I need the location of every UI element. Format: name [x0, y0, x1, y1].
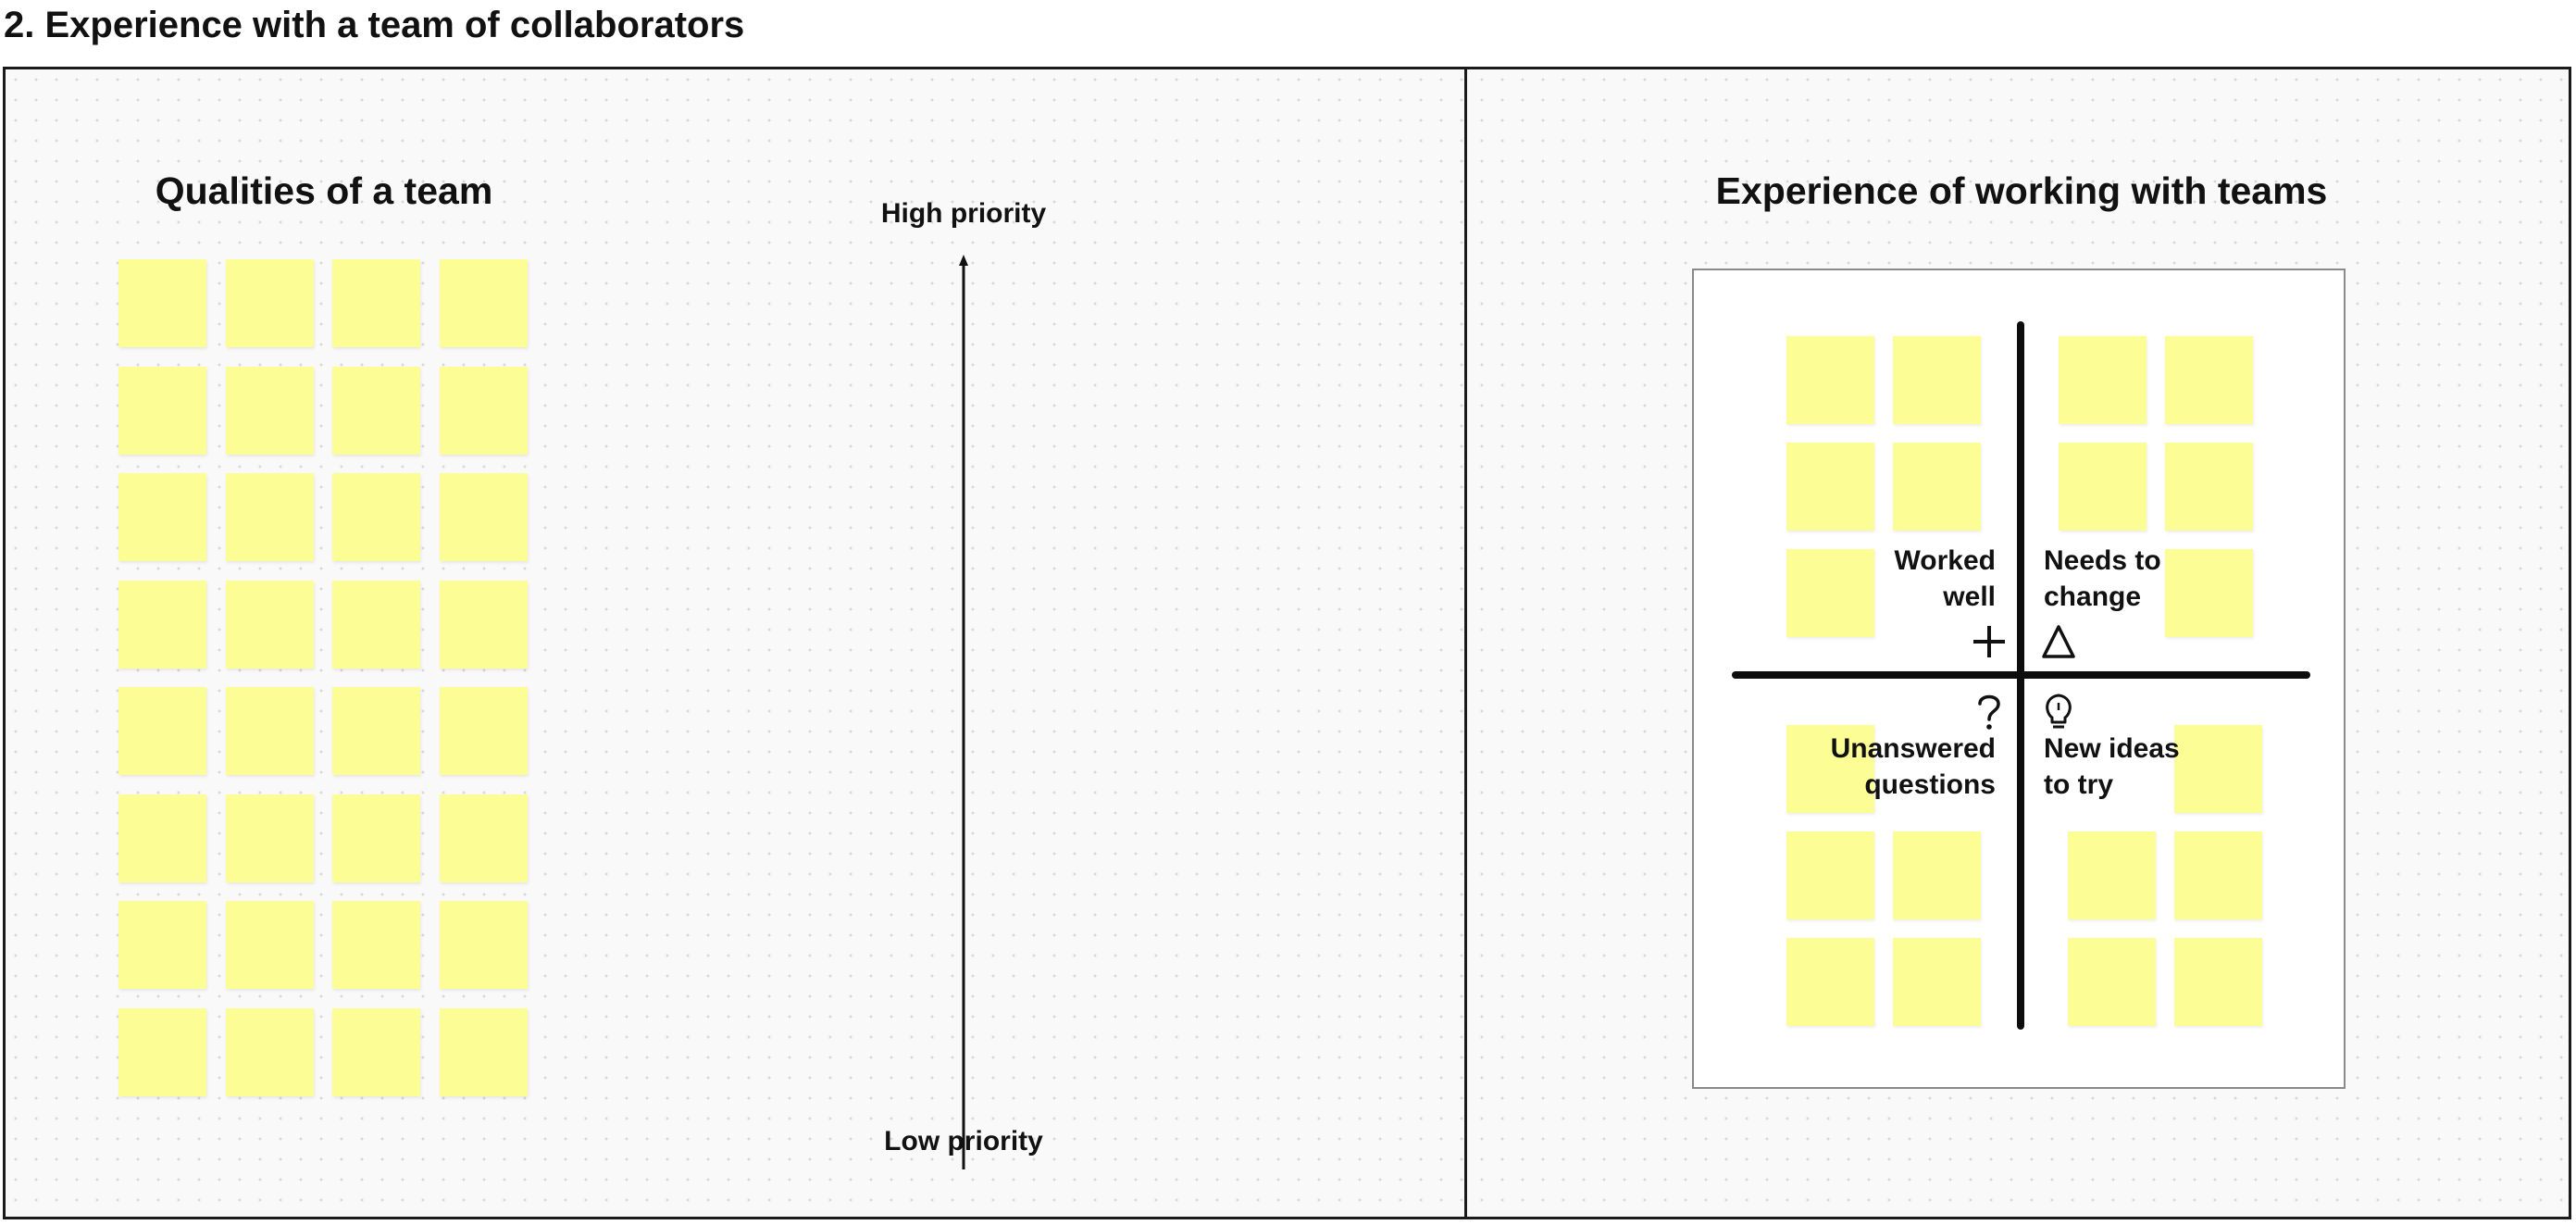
sticky-note[interactable] — [226, 687, 314, 775]
sticky-note[interactable] — [332, 367, 420, 455]
matrix-horizontal-axis — [1732, 671, 2310, 679]
panel-divider — [1464, 69, 1467, 1217]
sticky-note[interactable] — [440, 794, 528, 882]
sticky-note[interactable] — [332, 581, 420, 669]
sticky-note[interactable] — [2165, 549, 2253, 637]
priority-axis-arrow — [959, 255, 968, 1169]
sticky-note[interactable] — [226, 367, 314, 455]
sticky-note[interactable] — [440, 581, 528, 669]
sticky-note[interactable] — [226, 901, 314, 989]
quadrant-label-needs-to-change-line2: change — [2044, 581, 2142, 612]
sticky-note[interactable] — [332, 687, 420, 775]
sticky-note[interactable] — [118, 794, 206, 882]
sticky-note[interactable] — [332, 1008, 420, 1096]
page-heading: 2. Experience with a team of collaborato… — [4, 5, 745, 45]
sticky-note[interactable] — [332, 259, 420, 347]
sticky-note[interactable] — [2068, 831, 2156, 919]
sticky-note[interactable] — [118, 367, 206, 455]
quadrant-label-unanswered-questions: Unanswered questions — [1831, 731, 1996, 803]
lightbulb-icon — [2046, 694, 2072, 729]
sticky-note[interactable] — [1893, 938, 1981, 1026]
sticky-note[interactable] — [332, 901, 420, 989]
high-priority-label: High priority — [880, 198, 1047, 229]
plus-icon — [1973, 626, 2005, 657]
sticky-note[interactable] — [2165, 443, 2253, 531]
quadrant-label-worked-well-line1: Worked — [1894, 545, 1996, 576]
sticky-note[interactable] — [1786, 938, 1874, 1026]
sticky-note[interactable] — [2174, 725, 2262, 813]
sticky-note[interactable] — [118, 901, 206, 989]
sticky-note[interactable] — [226, 581, 314, 669]
sticky-note[interactable] — [226, 473, 314, 561]
quadrant-label-new-ideas-to-try-line2: to try — [2044, 769, 2113, 800]
sticky-note[interactable] — [440, 473, 528, 561]
sticky-note[interactable] — [440, 901, 528, 989]
retro-sticky-notes — [6, 69, 2569, 1217]
quadrant-label-needs-to-change: Needs to change — [2044, 543, 2161, 615]
sticky-note[interactable] — [2165, 336, 2253, 424]
sticky-note[interactable] — [118, 581, 206, 669]
sticky-note[interactable] — [118, 473, 206, 561]
sticky-note[interactable] — [226, 259, 314, 347]
sticky-note[interactable] — [1786, 336, 1874, 424]
sticky-note[interactable] — [440, 367, 528, 455]
quadrant-label-worked-well-line2: well — [1943, 581, 1996, 612]
sticky-note[interactable] — [118, 259, 206, 347]
triangle-delta-icon — [2042, 625, 2075, 658]
sticky-note[interactable] — [440, 1008, 528, 1096]
sticky-note[interactable] — [118, 1008, 206, 1096]
whiteboard-canvas[interactable]: Qualities of a team High priority Low pr… — [3, 67, 2571, 1219]
sticky-note[interactable] — [1786, 725, 1874, 813]
qualities-sticky-grid — [6, 69, 2569, 1217]
sticky-note[interactable] — [226, 1008, 314, 1096]
quadrant-label-unanswered-questions-line2: questions — [1864, 769, 1996, 800]
sticky-note[interactable] — [440, 259, 528, 347]
sticky-note[interactable] — [440, 687, 528, 775]
sticky-note[interactable] — [1786, 443, 1874, 531]
sticky-note[interactable] — [1786, 549, 1874, 637]
sticky-note[interactable] — [2068, 938, 2156, 1026]
sticky-note[interactable] — [118, 687, 206, 775]
sticky-note[interactable] — [1893, 831, 1981, 919]
sticky-note[interactable] — [2059, 336, 2147, 424]
quadrant-label-worked-well: Worked well — [1895, 543, 1996, 615]
qualities-section-title: Qualities of a team — [155, 169, 493, 212]
sticky-note[interactable] — [2059, 443, 2147, 531]
question-mark-icon — [1978, 694, 2000, 730]
sticky-note[interactable] — [1786, 831, 1874, 919]
sticky-note[interactable] — [1893, 443, 1981, 531]
quadrant-label-new-ideas-to-try: New ideas to try — [2044, 731, 2180, 803]
sticky-note[interactable] — [2174, 938, 2262, 1026]
sticky-note[interactable] — [226, 794, 314, 882]
low-priority-label: Low priority — [884, 1126, 1043, 1156]
sticky-note[interactable] — [2174, 831, 2262, 919]
sticky-note[interactable] — [332, 473, 420, 561]
sticky-note[interactable] — [1893, 336, 1981, 424]
quadrant-label-unanswered-questions-line1: Unanswered — [1830, 733, 1996, 764]
experience-section-title: Experience of working with teams — [1715, 169, 2328, 212]
quadrant-label-new-ideas-to-try-line1: New ideas — [2044, 733, 2180, 764]
sticky-note[interactable] — [332, 794, 420, 882]
quadrant-label-needs-to-change-line1: Needs to — [2044, 545, 2161, 576]
